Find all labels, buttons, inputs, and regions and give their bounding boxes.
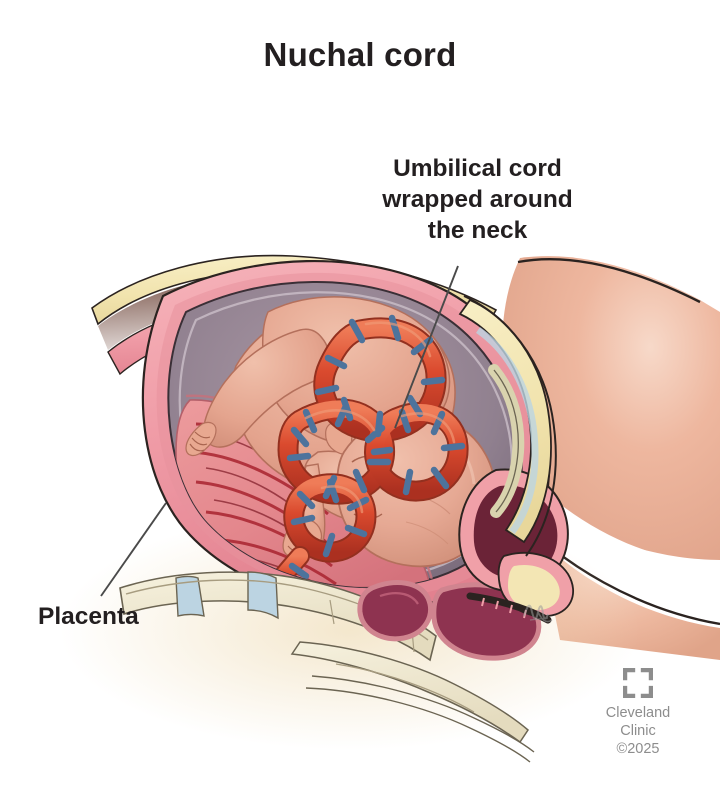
leader-line-umbilical-cord — [394, 265, 459, 429]
callout-leader-lines — [100, 265, 459, 597]
leader-line-placenta — [100, 502, 167, 597]
cleveland-clinic-logo-icon — [623, 668, 653, 698]
intervertebral-discs — [175, 571, 279, 620]
maternal-bladder-and-pelvis — [458, 295, 574, 624]
copyright-notice: ©2025 — [616, 741, 660, 758]
umbilical-cord — [256, 314, 469, 588]
cord-vein-bands — [272, 314, 466, 588]
bowel-loop-lower — [305, 675, 535, 763]
callout-placenta: Placenta — [38, 603, 139, 630]
org-name: Cleveland Clinic — [605, 705, 671, 739]
branding-block: Cleveland Clinic ©2025 — [583, 668, 693, 759]
page-title: Nuchal cord — [263, 36, 457, 73]
artist-signature — [523, 604, 553, 623]
cord-highlights — [304, 321, 456, 514]
callout-umbilical-cord: Umbilical cord wrapped around the neck — [382, 155, 573, 245]
